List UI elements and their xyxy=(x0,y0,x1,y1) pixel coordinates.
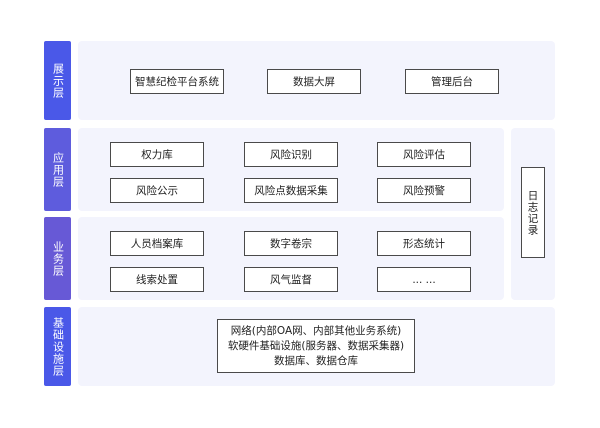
infra-hardware-line: 软硬件基础设施(服务器、数据采集器) xyxy=(227,339,405,352)
box-smart-discipline-platform[interactable]: 智慧纪检平台系统 xyxy=(130,69,224,94)
panel-presentation: 智慧纪检平台系统 数据大屏 管理后台 xyxy=(78,41,555,120)
layer-label-text: 展示层 xyxy=(51,62,65,99)
box-data-screen[interactable]: 数据大屏 xyxy=(267,69,361,94)
box-risk-point-data-collection[interactable]: 风险点数据采集 xyxy=(244,178,338,203)
layer-label-presentation: 展示层 xyxy=(44,41,71,120)
box-infrastructure[interactable]: 网络(内部OA网、内部其他业务系统) 软硬件基础设施(服务器、数据采集器) 数据… xyxy=(217,319,415,373)
layer-label-text: 业务层 xyxy=(51,240,65,277)
log-record-label: 日志记录 xyxy=(526,189,539,236)
box-digital-dossier[interactable]: 数字卷宗 xyxy=(244,231,338,256)
layer-label-text: 基础设施层 xyxy=(51,316,65,377)
box-clue-handling[interactable]: 线索处置 xyxy=(110,267,204,292)
layer-label-application: 应用层 xyxy=(44,128,71,211)
box-risk-assessment[interactable]: 风险评估 xyxy=(377,142,471,167)
panel-application: 权力库 风险识别 风险评估 风险公示 风险点数据采集 风险预警 xyxy=(78,128,504,211)
layer-label-text: 应用层 xyxy=(51,151,65,188)
box-form-statistics[interactable]: 形态统计 xyxy=(377,231,471,256)
layer-label-business: 业务层 xyxy=(44,217,71,300)
box-log-record[interactable]: 日志记录 xyxy=(521,167,545,258)
box-admin-backend[interactable]: 管理后台 xyxy=(405,69,499,94)
box-conduct-supervision[interactable]: 风气监督 xyxy=(244,267,338,292)
box-risk-warning[interactable]: 风险预警 xyxy=(377,178,471,203)
panel-infrastructure: 网络(内部OA网、内部其他业务系统) 软硬件基础设施(服务器、数据采集器) 数据… xyxy=(78,307,555,386)
infra-network-line: 网络(内部OA网、内部其他业务系统) xyxy=(230,324,402,337)
box-more[interactable]: ... ... xyxy=(377,267,471,292)
layer-label-infrastructure: 基础设施层 xyxy=(44,307,71,386)
infra-database-line: 数据库、数据仓库 xyxy=(274,354,358,367)
panel-business: 人员档案库 数字卷宗 形态统计 线索处置 风气监督 ... ... xyxy=(78,217,504,300)
box-risk-identification[interactable]: 风险识别 xyxy=(244,142,338,167)
box-personnel-archive[interactable]: 人员档案库 xyxy=(110,231,204,256)
box-risk-publicity[interactable]: 风险公示 xyxy=(110,178,204,203)
box-power-library[interactable]: 权力库 xyxy=(110,142,204,167)
panel-log: 日志记录 xyxy=(511,128,555,300)
